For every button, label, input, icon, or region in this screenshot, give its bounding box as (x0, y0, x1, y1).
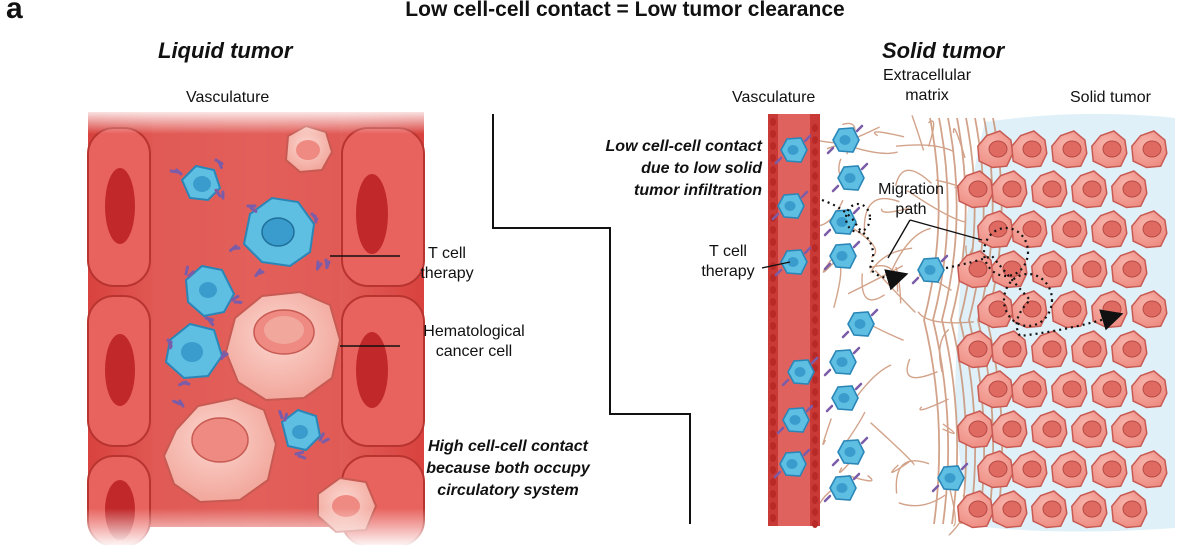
extracellular-matrix-label: Extracellular matrix (882, 67, 972, 104)
migration-path (821, 198, 1124, 338)
solid-tcell-label: T cell therapy (701, 243, 755, 280)
high-contact-note: High cell-cell contact because both occu… (426, 438, 590, 499)
liquid-tcell-label: T cell therapy (420, 245, 474, 282)
hematological-cancer-label: Hematological cancer cell (423, 323, 525, 360)
figure-title: Low cell-cell contact = Low tumor cleara… (405, 0, 845, 21)
migration-path-label: Migration path (878, 181, 944, 218)
liquid-t-cells (164, 164, 322, 452)
solid-tumor-label: Solid tumor (1070, 89, 1151, 106)
hematological-cancer-cell (224, 290, 342, 402)
right-endothelium (341, 127, 425, 545)
t-cell-receptors (166, 158, 331, 460)
left-endothelium (87, 127, 151, 545)
low-contact-note: Low cell-cell contact due to low solid t… (605, 138, 762, 199)
hematological-cancer-cell-2 (162, 396, 278, 504)
liquid-vessel (80, 108, 432, 545)
hematological-cancer-cell-3 (284, 124, 334, 174)
panel-divider (492, 114, 691, 524)
leader-lines (330, 219, 983, 347)
panel-letter: a (6, 0, 23, 25)
solid-tumor-title: Solid tumor (882, 38, 1005, 63)
solid-tumor-cells (957, 130, 1168, 529)
solid-vasculature-label: Vasculature (732, 89, 816, 106)
liquid-tumor-title: Liquid tumor (158, 38, 293, 63)
liquid-vasculature-label: Vasculature (186, 89, 270, 106)
solid-tumor-scene (768, 113, 1175, 536)
